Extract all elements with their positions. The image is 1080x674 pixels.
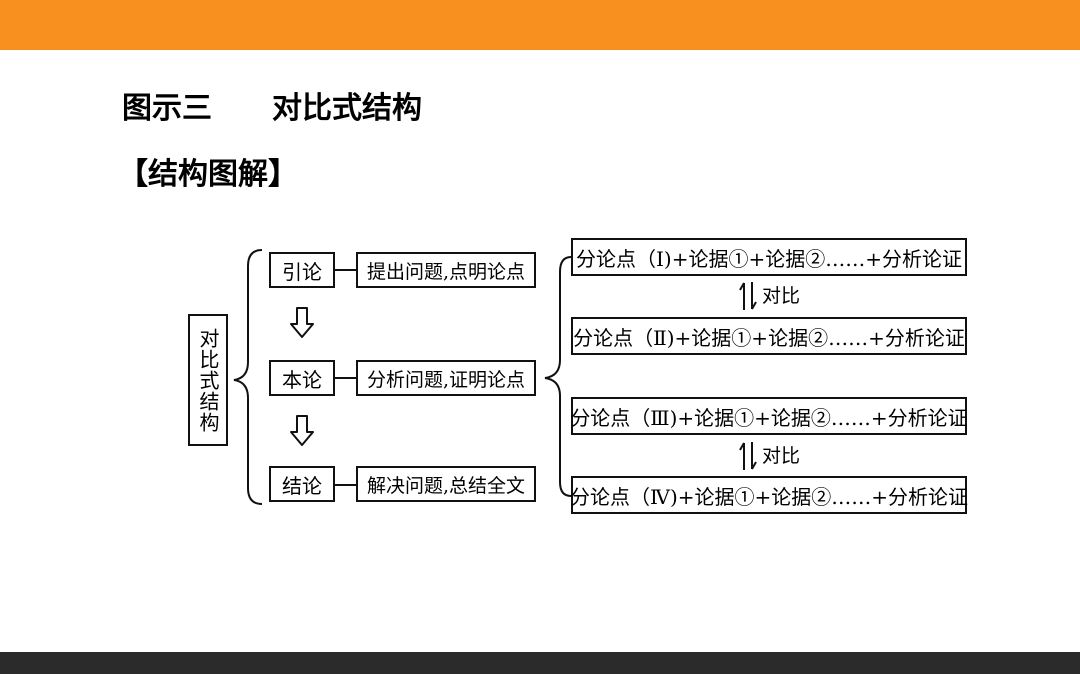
swap-arrows-icon xyxy=(739,442,757,470)
sub-point-3: 分论点（Ⅲ)+论据①+论据②……+分析论证 xyxy=(570,397,968,435)
stage-label: 引论 xyxy=(282,259,322,284)
sub-point-text: 分论点（Ⅰ)+论据①+论据②……+分析论证 xyxy=(576,246,962,271)
down-arrow-icon xyxy=(290,415,314,446)
stage-conclusion-description: 解决问题,总结全文 xyxy=(356,466,536,502)
sub-point-text: 分论点（Ⅳ)+论据①+论据②……+分析论证 xyxy=(569,484,969,509)
stage-intro-description: 提出问题,点明论点 xyxy=(356,252,536,288)
description-text: 分析问题,证明论点 xyxy=(366,368,526,391)
header-bar xyxy=(0,0,1080,50)
sub-point-1: 分论点（Ⅰ)+论据①+论据②……+分析论证 xyxy=(571,238,967,276)
root-node: 对比式结构 xyxy=(188,314,228,446)
stage-label: 结论 xyxy=(282,473,322,498)
sub-point-text: 分论点（Ⅱ)+论据①+论据②……+分析论证 xyxy=(573,325,965,350)
comparison-label: 对比 xyxy=(762,285,801,307)
stage-body-description: 分析问题,证明论点 xyxy=(356,360,536,396)
description-text: 提出问题,点明论点 xyxy=(366,260,526,283)
stage-label: 本论 xyxy=(282,367,322,392)
description-text: 解决问题,总结全文 xyxy=(366,474,526,497)
body-brace xyxy=(544,256,572,497)
root-label: 对比式结构 xyxy=(196,327,220,433)
sub-point-text: 分论点（Ⅲ)+论据①+论据②……+分析论证 xyxy=(570,405,968,430)
footer-bar xyxy=(0,652,1080,674)
stage-intro: 引论 xyxy=(269,252,335,288)
comparison-label: 对比 xyxy=(762,445,801,467)
stage-body: 本论 xyxy=(269,360,335,396)
sub-point-4: 分论点（Ⅳ)+论据①+论据②……+分析论证 xyxy=(569,476,969,514)
slide-title: 图示三 对比式结构 xyxy=(122,91,422,126)
sub-point-2: 分论点（Ⅱ)+论据①+论据②……+分析论证 xyxy=(571,317,967,355)
root-brace xyxy=(233,249,263,505)
swap-arrows-icon xyxy=(739,282,757,310)
section-label: 【结构图解】 xyxy=(118,157,298,192)
down-arrow-icon xyxy=(290,307,314,338)
stage-conclusion: 结论 xyxy=(269,466,335,502)
